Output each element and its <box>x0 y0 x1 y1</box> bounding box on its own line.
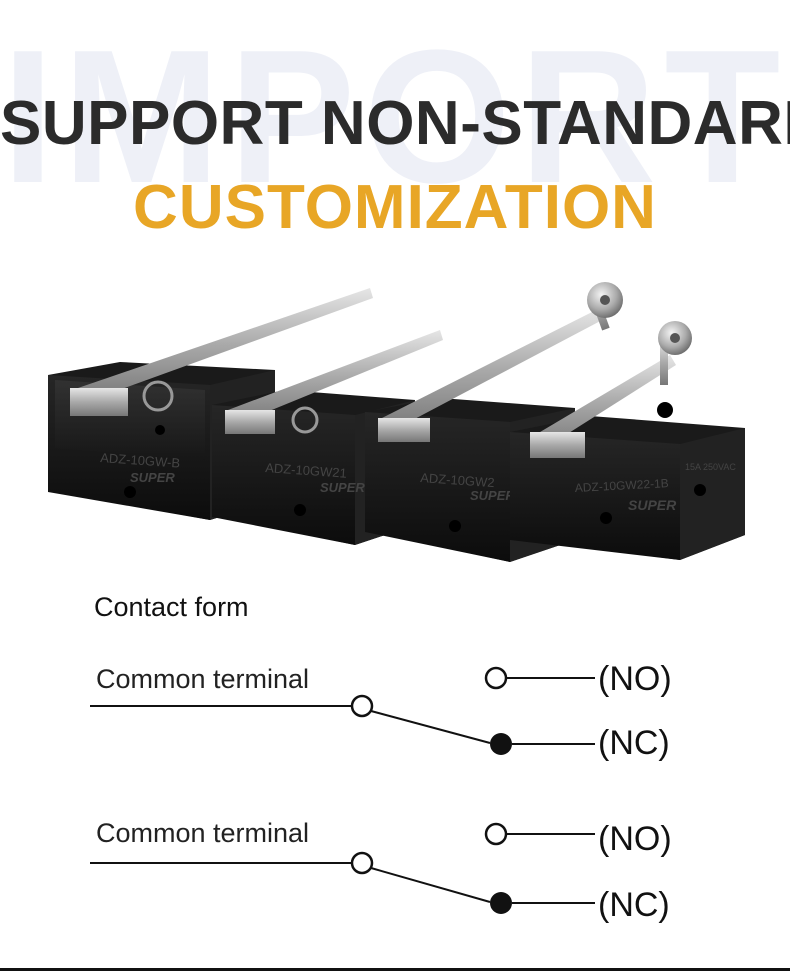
subline: CUSTOMIZATION <box>133 173 657 242</box>
product-photo: ADZ-10GW-B SUPER ADZ-10GW21 SUPER <box>48 282 745 562</box>
no-node-1 <box>484 666 508 690</box>
switch-arm-2 <box>370 867 491 903</box>
switch-4: ADZ-10GW22-1B 15A 250VAC SUPER <box>510 321 745 560</box>
svg-text:SUPER: SUPER <box>628 497 677 513</box>
no-label-1: (NO) <box>598 660 672 698</box>
no-node-2 <box>484 822 508 846</box>
headline: SUPPORT NON-STANDARD <box>0 89 790 158</box>
svg-text:15A 250VAC: 15A 250VAC <box>685 462 736 472</box>
svg-text:ADZ-10GW22-1B: ADZ-10GW22-1B <box>574 476 669 495</box>
common-terminal-label-1: Common terminal <box>96 664 310 694</box>
bottom-divider <box>0 968 790 971</box>
svg-text:ADZ-10GW-B: ADZ-10GW-B <box>100 450 181 471</box>
contact-diagram-1 <box>90 666 595 755</box>
switch-arm-1 <box>370 710 491 744</box>
nc-label-2: (NC) <box>598 886 670 924</box>
no-label-2: (NO) <box>598 820 672 858</box>
common-terminal-node-2 <box>350 851 374 875</box>
nc-label-1: (NC) <box>598 724 670 762</box>
nc-node-2 <box>490 892 512 914</box>
svg-text:ADZ-10GW2: ADZ-10GW2 <box>420 470 495 490</box>
contact-diagrams <box>90 666 595 914</box>
watermark-text: IMPORT <box>1 11 789 223</box>
nc-node-1 <box>490 733 512 755</box>
svg-text:ADZ-10GW21: ADZ-10GW21 <box>265 460 347 481</box>
svg-text:SUPER: SUPER <box>470 488 515 503</box>
common-terminal-node-1 <box>350 694 374 718</box>
common-terminal-label-2: Common terminal <box>96 818 310 848</box>
svg-text:SUPER: SUPER <box>320 480 365 495</box>
contact-diagram-2 <box>90 822 595 914</box>
svg-text:SUPER: SUPER <box>130 470 175 485</box>
contact-form-title: Contact form <box>94 592 249 622</box>
